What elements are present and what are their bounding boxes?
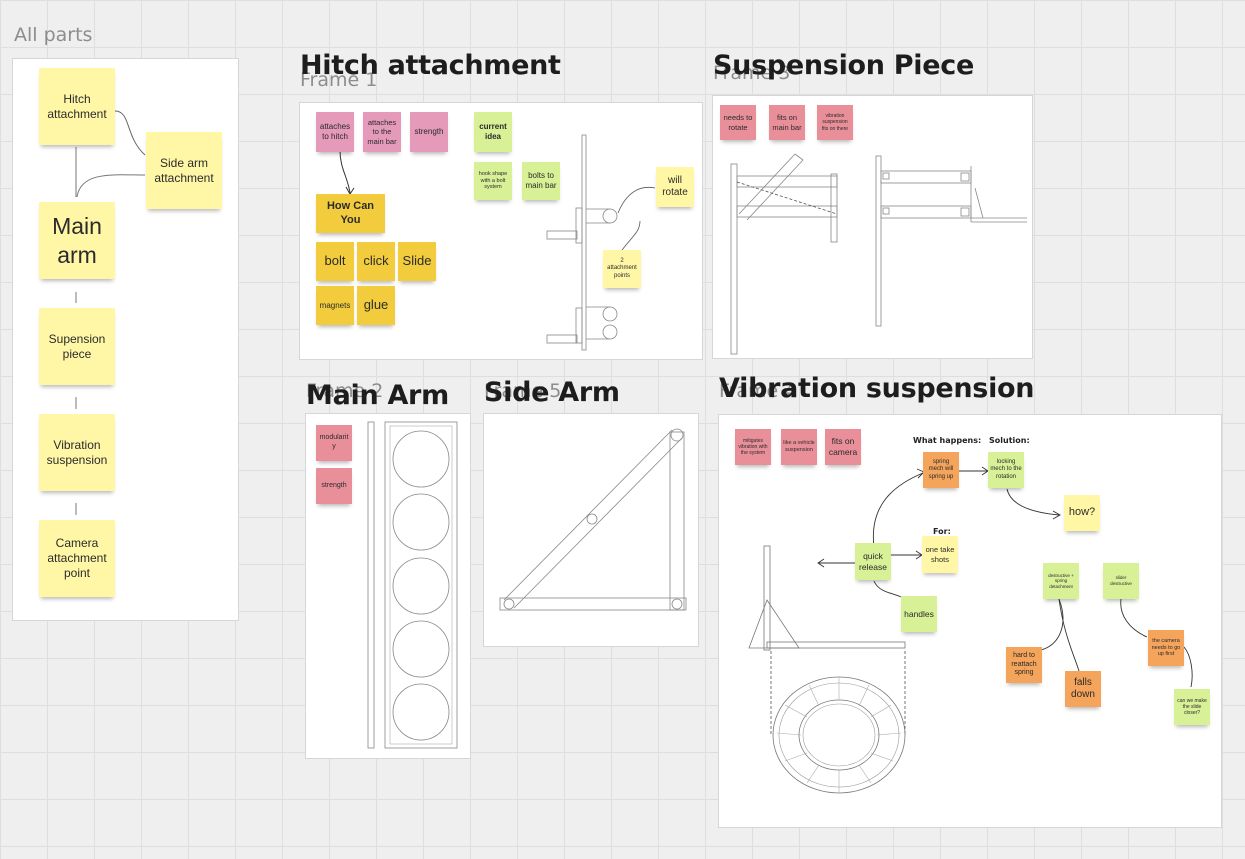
note-click[interactable]: click xyxy=(357,242,395,281)
note-camera-attachment-point[interactable]: Camera attachment point xyxy=(39,520,115,597)
note-suspension-piece[interactable]: Supension piece xyxy=(39,308,115,385)
frame-1[interactable]: attaches to hitch attaches to the main b… xyxy=(300,103,702,359)
note-modularity[interactable]: modularity xyxy=(316,425,352,461)
note-needs-to-rotate[interactable]: needs to rotate xyxy=(720,105,756,140)
label-solution: Solution: xyxy=(989,436,1030,445)
note-quick-release[interactable]: quick release xyxy=(855,543,891,580)
frame-1-label: Frame 1 xyxy=(300,69,378,91)
note-bolts-to-main-bar[interactable]: bolts to main bar xyxy=(522,162,560,200)
note-hitch-attachment[interactable]: Hitch attachment xyxy=(39,68,115,145)
main-arm-title: Main Arm xyxy=(306,380,449,411)
side-arm-sketch xyxy=(499,428,687,611)
frame-4[interactable]: What happens: Solution: For: mitigates v… xyxy=(719,415,1221,827)
note-slider-destructive[interactable]: slider destructive xyxy=(1103,563,1139,599)
side-arm-title: Side Arm xyxy=(484,377,620,408)
frame-5[interactable] xyxy=(484,414,698,646)
note-hard-to-reattach[interactable]: hard to reattach spring xyxy=(1006,647,1042,683)
frame-4-label: Frame 4 xyxy=(719,380,797,402)
note-attachment-points[interactable]: 2 attachment points xyxy=(603,250,641,288)
note-glue[interactable]: glue xyxy=(357,286,395,325)
note-one-take-shots[interactable]: one take shots xyxy=(922,536,958,573)
label-for: For: xyxy=(933,527,951,536)
note-slide[interactable]: Slide xyxy=(398,242,436,281)
note-like-vehicle-suspension[interactable]: like a vehicle suspension xyxy=(781,429,817,465)
note-strength[interactable]: strength xyxy=(410,112,448,152)
label-what-happens: What happens: xyxy=(913,436,982,445)
note-falls-down[interactable]: falls down xyxy=(1065,671,1101,707)
note-vibration-suspension[interactable]: Vibration suspension xyxy=(39,414,115,491)
suspension-sketch xyxy=(730,153,1027,355)
vibration-suspension-title: Vibration suspension xyxy=(719,373,1035,404)
note-fits-on-camera[interactable]: fits on camera xyxy=(825,429,861,465)
all-parts-frame[interactable]: Hitch attachment Side arm attachment Mai… xyxy=(13,59,238,620)
note-attaches-main-bar[interactable]: attaches to the main bar xyxy=(363,112,401,152)
note-vibration-fits-there[interactable]: vibration suspension fits on there xyxy=(817,105,853,140)
note-main-arm[interactable]: Main arm xyxy=(39,202,115,279)
frame-3[interactable]: needs to rotate fits on main bar vibrati… xyxy=(713,96,1032,358)
all-parts-connectors xyxy=(75,110,146,515)
note-attaches-to-hitch[interactable]: attaches to hitch xyxy=(316,112,354,152)
note-magnets[interactable]: magnets xyxy=(316,286,354,325)
note-how[interactable]: how? xyxy=(1064,495,1100,531)
frame-3-label: Frame 3 xyxy=(713,62,791,84)
main-arm-sketch xyxy=(367,421,458,749)
note-mitigates-vibration[interactable]: mitigates vibration with the system xyxy=(735,429,771,465)
all-parts-frame-label: All parts xyxy=(14,24,93,46)
frame-5-label: Frame 5 xyxy=(484,380,562,402)
note-handles[interactable]: handles xyxy=(901,596,937,632)
suspension-piece-title: Suspension Piece xyxy=(713,50,974,81)
note-fits-on-main-bar[interactable]: fits on main bar xyxy=(769,105,805,140)
vibration-sketch xyxy=(748,466,1193,794)
note-destructive-spring[interactable]: destructive + spring detachment xyxy=(1043,563,1079,599)
note-locking-mech[interactable]: locking mech to the rotation xyxy=(988,452,1024,488)
note-make-slide-closer[interactable]: can we make the slide closer? xyxy=(1174,689,1210,725)
frame-2-label: Frame 2 xyxy=(306,380,384,402)
note-current-idea[interactable]: current idea xyxy=(474,112,512,152)
frame-2[interactable]: modularity strength xyxy=(306,414,470,758)
note-spring-mech[interactable]: spring mech will spring up xyxy=(923,452,959,488)
note-side-arm-attachment[interactable]: Side arm attachment xyxy=(146,132,222,209)
hitch-attachment-title: Hitch attachment xyxy=(300,50,561,81)
note-will-rotate[interactable]: will rotate xyxy=(656,167,694,207)
hitch-sketch xyxy=(339,134,656,351)
note-camera-needs-up[interactable]: the camera needs to go up first xyxy=(1148,630,1184,666)
note-main-arm-strength[interactable]: strength xyxy=(316,468,352,504)
note-hook-shape[interactable]: hook shape with a bolt system xyxy=(474,162,512,200)
note-bolt[interactable]: bolt xyxy=(316,242,354,281)
note-how-can-you[interactable]: How Can You xyxy=(316,194,385,233)
